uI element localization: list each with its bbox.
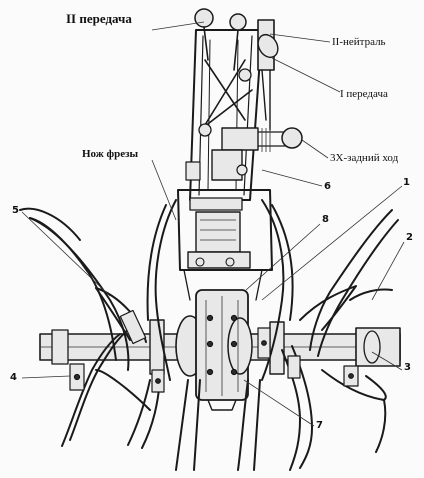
central-hub <box>175 289 253 411</box>
right-blades <box>257 209 399 471</box>
callout-4: 4 <box>10 372 17 383</box>
callout-1: 1 <box>403 177 410 188</box>
callout-8: 8 <box>322 214 329 225</box>
label-reverse: 3Х-задний ход <box>330 152 399 164</box>
label-neutral: II-нейтраль <box>332 36 386 48</box>
callout-5: 5 <box>12 205 19 216</box>
callout-2: 2 <box>406 232 413 243</box>
callout-3: 3 <box>404 362 411 373</box>
callout-7: 7 <box>316 420 323 431</box>
left-blades <box>19 207 165 449</box>
label-first-gear: I передача <box>340 88 388 100</box>
leader-lines <box>21 21 405 427</box>
gearbox-column <box>185 8 303 201</box>
callout-6: 6 <box>324 181 331 192</box>
gear-housing <box>177 189 273 301</box>
label-second-gear: II передача <box>66 11 132 26</box>
label-mill-knife: Нож фрезы <box>82 148 139 160</box>
